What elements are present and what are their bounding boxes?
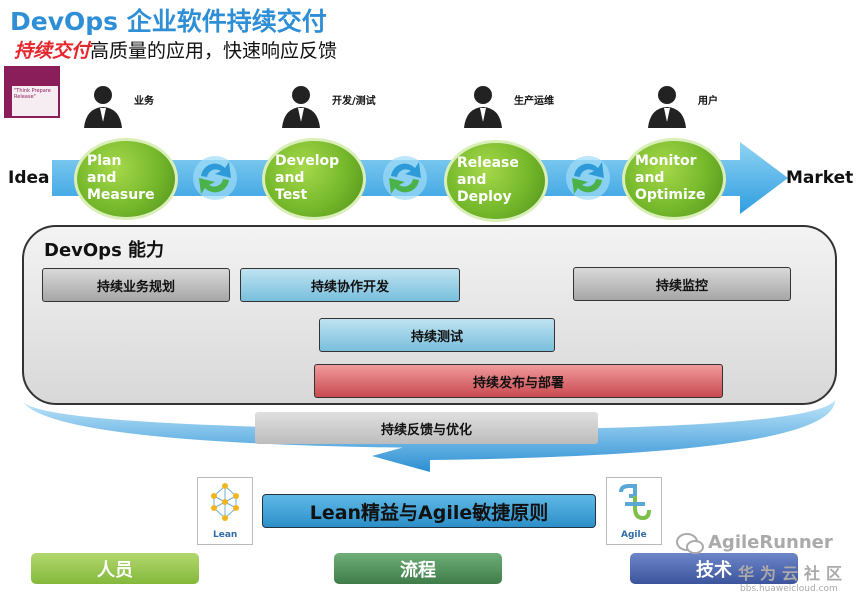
capability-business-planning: 持续业务规划 [42, 268, 230, 302]
business-person-icon [84, 86, 122, 128]
flow-diagram-svg [52, 142, 788, 214]
cycle-icon [383, 156, 427, 200]
lean-logo-box: Lean [197, 477, 253, 545]
capability-release-deploy: 持续发布与部署 [314, 364, 723, 398]
watermark-brand: AgileRunner [708, 532, 833, 553]
capability-testing: 持续测试 [319, 318, 555, 352]
pillar-people: 人员 [31, 553, 199, 584]
lean-agile-principle: Lean精益与Agile敏捷原则 [262, 494, 596, 528]
role-dev-test: 开发/测试 [332, 96, 376, 107]
think-prepare-release-logo: "Think Prepare Release" [4, 66, 60, 118]
developer-person-icon [282, 86, 320, 128]
role-user: 用户 [698, 96, 718, 107]
capability-feedback-optimize: 持续反馈与优化 [255, 412, 598, 444]
wechat-icon [676, 533, 704, 554]
capability-monitoring: 持续监控 [573, 267, 791, 301]
watermark-url: bbs.huaweicloud.com [740, 584, 838, 594]
cycle-icon [193, 156, 237, 200]
role-business: 业务 [134, 96, 154, 107]
cycle-icon [566, 156, 610, 200]
agile-label: Agile [621, 530, 647, 540]
flow-end-label: Market [786, 168, 854, 188]
capability-collaborative-dev: 持续协作开发 [240, 268, 460, 302]
subtitle-rest: 高质量的应用，快速响应反馈 [90, 40, 338, 62]
logo-text: "Think Prepare Release" [12, 86, 58, 116]
role-operations: 生产运维 [514, 96, 554, 107]
watermark-site: 华为云社区 [738, 564, 849, 583]
stage-monitor-optimize: Monitor and Optimize [622, 138, 726, 220]
stage-release-deploy: Release and Deploy [444, 140, 548, 222]
lean-network-icon [211, 483, 239, 521]
page-title: DevOps 企业软件持续交付 [10, 7, 327, 36]
user-person-icon [648, 86, 686, 128]
pillar-technology: 技术 [630, 553, 798, 584]
agile-logo-box: Agile [606, 477, 662, 545]
page-subtitle: 持续交付高质量的应用，快速响应反馈 [14, 36, 337, 63]
flow-start-label: Idea [8, 168, 50, 188]
capability-title: DevOps 能力 [44, 240, 165, 261]
lean-label: Lean [213, 530, 238, 540]
stage-develop-test: Develop and Test [262, 138, 366, 220]
pillar-process: 流程 [334, 553, 502, 584]
operations-person-icon [464, 86, 502, 128]
stage-plan-measure: Plan and Measure [74, 138, 178, 220]
agile-logo-icon [619, 484, 651, 521]
subtitle-highlight: 持续交付 [14, 40, 91, 62]
